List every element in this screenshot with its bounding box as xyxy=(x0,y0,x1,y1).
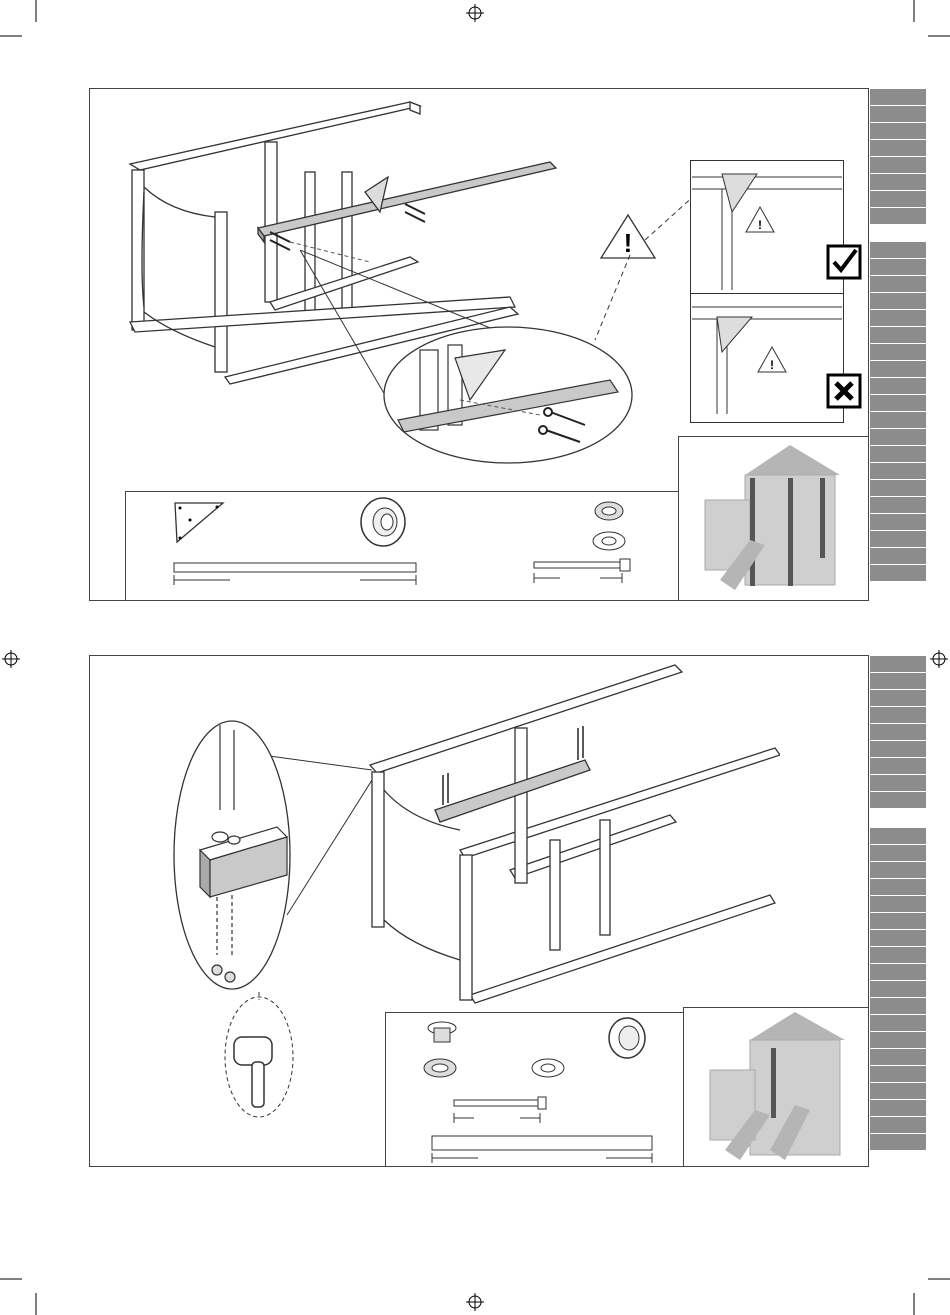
beam-icon xyxy=(170,558,420,588)
registration-mark-top-icon xyxy=(466,4,484,22)
svg-text:!: ! xyxy=(770,358,774,372)
side-tab xyxy=(870,140,926,156)
registration-mark-right-icon xyxy=(930,650,948,668)
registration-mark-bottom-icon xyxy=(466,1293,484,1311)
svg-text:!: ! xyxy=(758,218,762,232)
mallet-icon xyxy=(222,992,297,1122)
side-tab xyxy=(870,106,926,122)
bolt-icon xyxy=(450,1094,550,1124)
side-tab xyxy=(870,123,926,139)
cap-washer-icon xyxy=(355,495,410,550)
flat-washer-icon xyxy=(528,1056,568,1080)
corner-plate-icon xyxy=(165,498,225,546)
beam-icon xyxy=(428,1132,656,1164)
side-tab xyxy=(870,191,926,207)
side-tabs-lower-b xyxy=(870,828,926,1151)
side-tabs-upper-b xyxy=(870,242,926,582)
warning-leader-lines xyxy=(590,190,700,350)
side-tabs-lower-a xyxy=(870,656,926,809)
frame-assembly-lower xyxy=(360,660,780,1010)
check-icon xyxy=(826,244,862,280)
lock-washer-icon xyxy=(420,1056,460,1080)
inset-drawings: ! ! xyxy=(692,162,842,420)
side-tab xyxy=(870,208,926,224)
registration-mark-left-icon xyxy=(2,650,20,668)
detail-zoom-lower xyxy=(172,715,372,995)
side-tabs-upper-a xyxy=(870,89,926,225)
tower-preview-image xyxy=(705,1010,865,1165)
cap-washer-icon xyxy=(605,1014,650,1062)
side-tab xyxy=(870,174,926,190)
lock-washer-icon xyxy=(592,500,626,522)
flat-washer-icon xyxy=(590,530,628,552)
tee-nut-icon xyxy=(423,1018,461,1048)
cross-icon xyxy=(826,373,862,409)
bolt-icon xyxy=(530,556,635,586)
side-tab xyxy=(870,157,926,173)
tower-preview-image xyxy=(700,440,860,595)
side-tab xyxy=(870,89,926,105)
